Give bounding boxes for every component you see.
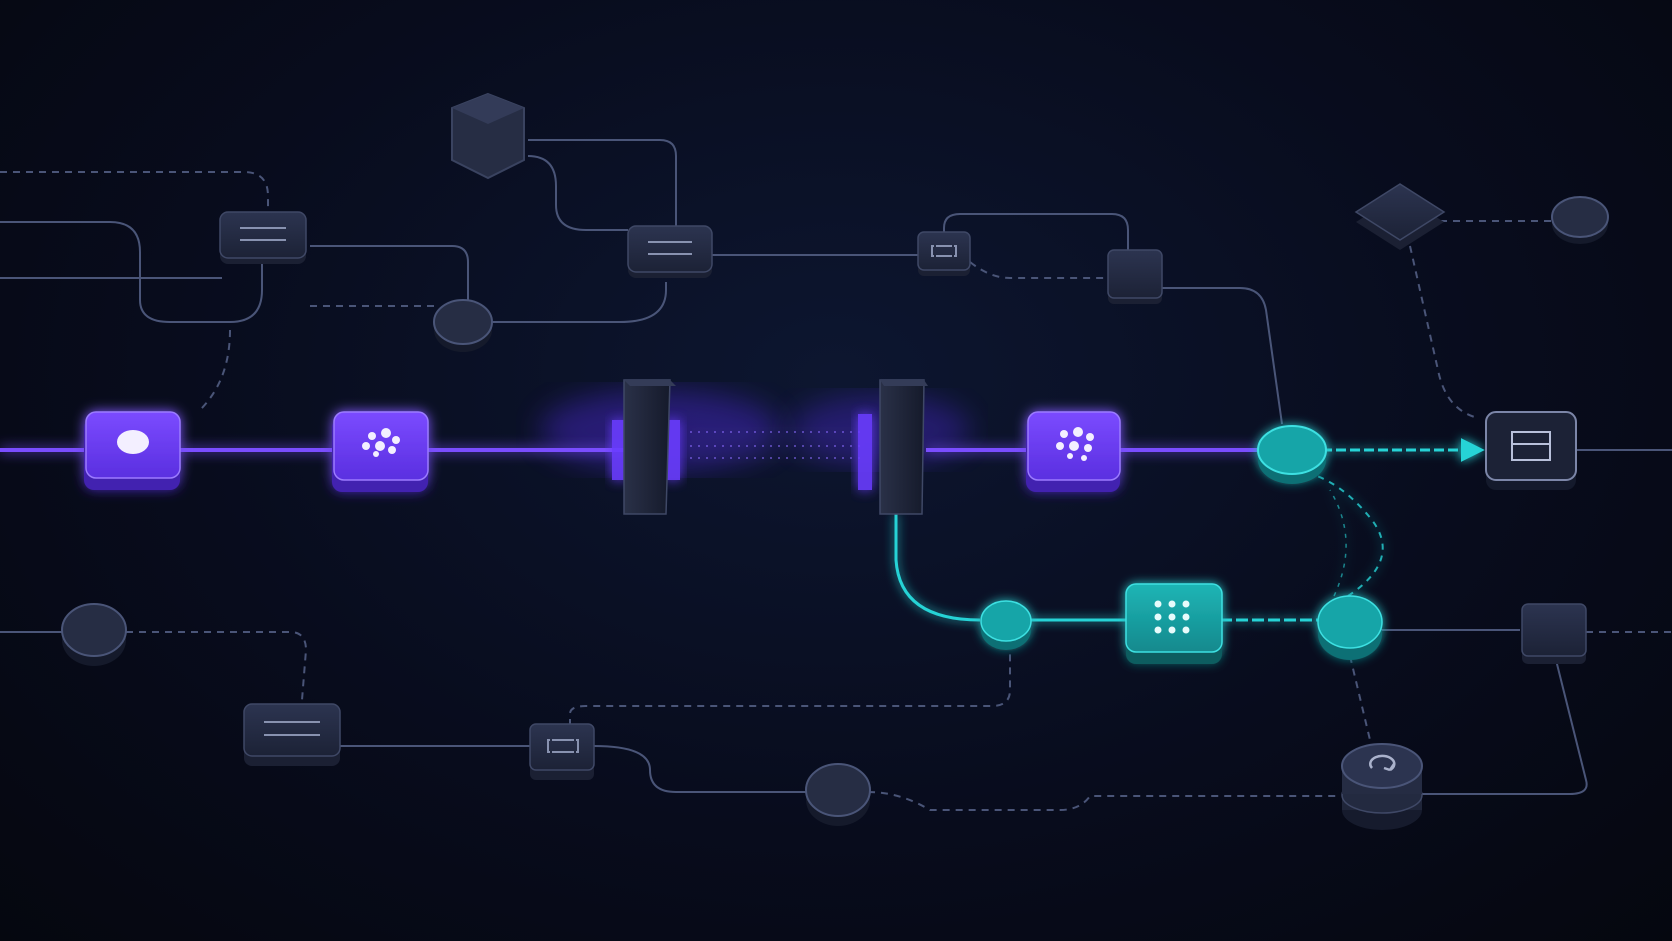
node-cluster-2[interactable] <box>1026 411 1121 492</box>
loop-icon <box>547 739 579 753</box>
node-circle-top-right[interactable] <box>1551 196 1609 244</box>
edge-dash-circle-card <box>126 631 308 701</box>
node-square-top-right[interactable] <box>1107 249 1163 304</box>
node-diamond-top-right[interactable] <box>1354 183 1446 250</box>
node-teal-junction[interactable] <box>1257 425 1327 484</box>
edge-dash-circle-db <box>867 791 1340 811</box>
edge-chip-to-square <box>943 213 1129 250</box>
grid-dots-icon <box>1154 600 1190 634</box>
node-circle-bottom-left[interactable] <box>61 603 127 666</box>
lines-icon <box>264 721 320 736</box>
node-card-bottom-left[interactable] <box>243 703 341 766</box>
node-circle-bottom-center[interactable] <box>805 763 871 826</box>
edge-card-circle <box>310 245 469 302</box>
edge-dash-teal-db <box>1349 655 1371 741</box>
node-database[interactable] <box>1341 743 1423 830</box>
edge-chip-circle <box>593 745 808 793</box>
edge-top-left-a <box>0 221 263 323</box>
node-cluster-1[interactable] <box>332 411 429 492</box>
node-gate-left[interactable] <box>612 379 680 515</box>
edge-square-to-junction <box>1160 287 1283 425</box>
edge-dash-top-left <box>0 171 269 216</box>
edge-teal-junction-2 <box>1329 489 1347 597</box>
loop-icon <box>1369 754 1396 772</box>
node-circle-top-left[interactable] <box>433 299 493 352</box>
node-teal-branch-right[interactable] <box>1317 595 1383 660</box>
node-card-top-left[interactable] <box>219 211 307 264</box>
window-icon <box>1511 431 1551 461</box>
lines-icon <box>648 241 692 255</box>
dot-icon <box>117 430 149 454</box>
edge-square-db <box>1420 659 1588 795</box>
node-chip-bottom-center[interactable] <box>529 723 595 780</box>
node-gate-right[interactable] <box>858 379 928 515</box>
node-end[interactable] <box>1485 411 1577 490</box>
node-grid[interactable] <box>1125 583 1223 664</box>
edge-hex-to-card <box>527 155 628 231</box>
node-start[interactable] <box>84 411 181 490</box>
edge-gate-teal <box>894 514 981 622</box>
purple-flow <box>0 431 1260 459</box>
edge-circle-right <box>492 282 667 323</box>
edge-dash-down-left <box>199 329 231 411</box>
edge-dash-chip-teal <box>569 640 1011 726</box>
node-teal-branch-left[interactable] <box>980 600 1032 650</box>
teal-flow <box>894 438 1485 622</box>
cluster-icon <box>362 428 400 457</box>
cluster-icon <box>1056 427 1094 461</box>
node-card-top-center[interactable] <box>627 225 713 278</box>
lines-icon <box>240 227 286 241</box>
loop-icon <box>931 245 957 257</box>
node-square-mid-right[interactable] <box>1521 603 1587 664</box>
node-chip-top-center[interactable] <box>917 231 971 276</box>
edge-dash-diamond-end <box>1409 245 1479 419</box>
edge-dash-chip-square <box>969 261 1108 279</box>
edge-hex-to-top <box>528 139 677 228</box>
edge-teal-junction <box>1303 471 1384 597</box>
dashed-connectors <box>0 171 1672 811</box>
node-hex-top[interactable] <box>451 92 525 180</box>
